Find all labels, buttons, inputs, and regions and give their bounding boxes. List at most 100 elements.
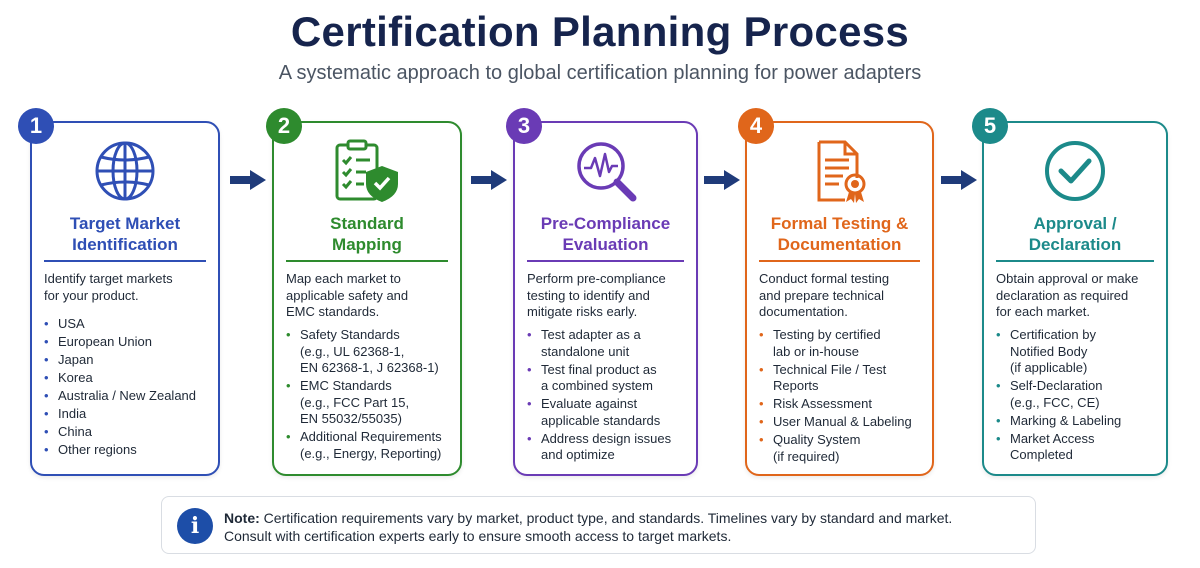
divider [759, 260, 920, 262]
divider [286, 260, 448, 262]
step-title: Pre-Compliance Evaluation [523, 213, 688, 255]
description-line: for each market. [996, 304, 1090, 319]
step-1-badge: 1 [18, 108, 54, 144]
list-item: •EMC Standards(e.g., FCC Part 15,EN 5503… [286, 378, 410, 426]
step-card-4: Formal Testing & Documentation Conduct f… [745, 121, 934, 476]
description-line: mitigate risks early. [527, 304, 638, 319]
note-text: Note: Certification requirements vary by… [224, 509, 1023, 545]
info-glyph: i [190, 513, 200, 539]
step-title-line: Pre-Compliance [540, 214, 671, 233]
list-item: •Self-Declaration(e.g., FCC, CE) [996, 378, 1103, 410]
list-item: •India [44, 406, 87, 421]
step-title-line: Standard [330, 214, 404, 233]
arrow-right-icon [704, 170, 740, 190]
step-card-3: Pre-Compliance Evaluation Perform pre-co… [513, 121, 698, 476]
step-title-line: Evaluation [562, 235, 649, 254]
divider [996, 260, 1154, 262]
description-line: Perform pre-compliance [527, 271, 666, 286]
description-line: for your product. [44, 287, 139, 303]
list-item: •Other regions [44, 442, 137, 457]
step-title: Formal Testing & Documentation [755, 213, 924, 255]
note-line-1: Certification requirements vary by marke… [259, 510, 953, 526]
step-number: 1 [29, 113, 43, 138]
step-number: 5 [983, 113, 997, 138]
certificate-document-icon [817, 140, 865, 203]
step-description: Conduct formal testing and prepare techn… [759, 271, 922, 321]
step-card-1: Target Market Identification Identify ta… [30, 121, 220, 476]
page-subtitle: A systematic approach to global certific… [278, 62, 922, 84]
step-title-line: Documentation [777, 235, 902, 254]
step-list: •Safety Standards(e.g., UL 62368-1,EN 62… [286, 327, 452, 464]
description-line: Obtain approval or make [996, 271, 1139, 286]
checklist-shield-icon [335, 139, 398, 202]
step-title-line: Identification [72, 235, 178, 254]
step-description: Perform pre-compliance testing to identi… [527, 271, 686, 321]
info-icon: i [177, 508, 213, 544]
step-description: Map each market to applicable safety and… [286, 271, 450, 321]
list-item: •User Manual & Labeling [759, 414, 912, 429]
step-number: 2 [277, 113, 291, 138]
step-title-line: Target Market [69, 214, 181, 233]
description-line: applicable safety and [286, 287, 409, 303]
step-list: •USA •European Union •Japan •Korea •Aust… [44, 316, 210, 460]
step-title-line: Mapping [332, 235, 402, 254]
step-4-badge: 4 [738, 108, 774, 144]
step-number: 4 [749, 113, 763, 138]
description-line: documentation. [759, 304, 848, 319]
note-line-2: Consult with certification experts early… [224, 528, 732, 544]
list-item: •USA [44, 316, 85, 331]
globe-icon [95, 141, 155, 201]
description-line: and prepare technical [759, 287, 885, 303]
arrow-right-icon [230, 170, 266, 190]
arrow-right-icon [471, 170, 507, 190]
check-circle-icon [1045, 141, 1105, 201]
note-box: i Note: Certification requirements vary … [161, 496, 1036, 554]
step-description: Identify target markets for your product… [44, 271, 208, 304]
list-item: •Australia / New Zealand [44, 388, 197, 403]
step-title: Approval / Declaration [992, 213, 1158, 255]
page-title: Certification Planning Process [290, 8, 910, 55]
description-line: Conduct formal testing [759, 271, 890, 286]
description-line: Identify target markets [44, 271, 173, 286]
step-title-line: Approval / [1033, 214, 1117, 233]
step-card-2: Standard Mapping Map each market to appl… [272, 121, 462, 476]
divider [44, 260, 206, 262]
step-2-badge: 2 [266, 108, 302, 144]
arrow-right-icon [941, 170, 977, 190]
step-title: Standard Mapping [282, 213, 452, 255]
list-item: •Japan [44, 352, 94, 367]
list-item: •Risk Assessment [759, 396, 872, 411]
list-item: •Korea [44, 370, 93, 385]
divider [527, 260, 684, 262]
description-line: testing to identify and [527, 287, 650, 303]
list-item: •European Union [44, 334, 152, 349]
description-line: declaration as required [996, 287, 1129, 303]
note-label: Note: [224, 510, 260, 526]
description-line: EMC standards. [286, 304, 380, 319]
step-description: Obtain approval or make declaration as r… [996, 271, 1156, 321]
step-card-5: Approval / Declaration Obtain approval o… [982, 121, 1168, 476]
step-5-badge: 5 [972, 108, 1008, 144]
list-item: •China [44, 424, 92, 439]
list-item: •Quality System(if required) [759, 432, 861, 464]
step-title-line: Declaration [1028, 235, 1122, 254]
list-item: •Marking & Labeling [996, 412, 1122, 428]
step-title: Target Market Identification [40, 213, 210, 255]
step-3-badge: 3 [506, 108, 542, 144]
step-title-line: Formal Testing & [770, 214, 909, 233]
description-line: Map each market to [286, 271, 401, 286]
magnifier-waveform-icon [576, 142, 636, 202]
step-number: 3 [517, 113, 531, 138]
list-item: •Additional Requirements(e.g., Energy, R… [286, 429, 442, 461]
